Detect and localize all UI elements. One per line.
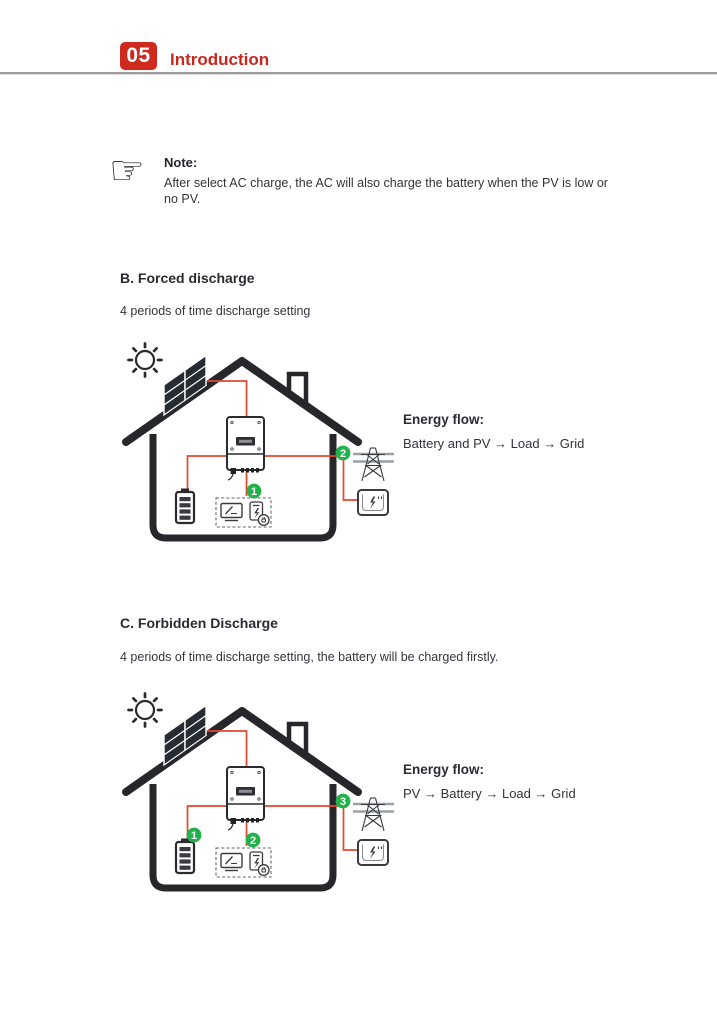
step-badge-3-number: 3 <box>340 796 346 808</box>
diagram-forced-discharge: 1 2 <box>122 342 394 542</box>
note-text: After select AC charge, the AC will also… <box>164 176 608 206</box>
energy-flow-value: Battery and PV → Load → Grid <box>403 436 585 451</box>
ev-charger-icon <box>249 501 270 526</box>
step-badge-2: 2 <box>335 445 351 461</box>
section-number: 05 <box>126 44 151 67</box>
section-c-description: 4 periods of time discharge setting, the… <box>120 650 499 664</box>
section-number-badge: 05 <box>120 42 157 70</box>
step-badge-2: 2 <box>245 832 261 848</box>
inverter-icon <box>226 416 265 481</box>
step-badge-2-number: 2 <box>340 448 346 460</box>
energy-flow-c: Energy flow: PV → Battery → Load → Grid <box>403 762 703 801</box>
energy-flow-label: Energy flow: <box>403 412 485 427</box>
page-title: Introduction <box>170 50 270 69</box>
section-b-description: 4 periods of time discharge setting <box>120 304 311 318</box>
step-badge-1: 1 <box>246 483 262 499</box>
energy-flow-value: PV → Battery → Load → Grid <box>403 786 576 801</box>
pointing-hand-icon: ☞ <box>109 148 145 194</box>
tv-icon <box>220 502 243 522</box>
step-badge-3: 3 <box>335 793 351 809</box>
energy-flow-label: Energy flow: <box>403 762 485 777</box>
battery-wire <box>186 455 228 490</box>
solar-panel-icon <box>163 354 207 417</box>
battery-icon <box>174 488 196 525</box>
grid-tower-icon <box>353 447 394 482</box>
section-b-heading: B. Forced discharge <box>120 270 255 286</box>
sun-icon <box>127 342 163 378</box>
energy-wires <box>186 380 357 501</box>
step-badge-1: 1 <box>186 827 202 843</box>
section-c-heading: C. Forbidden Discharge <box>120 615 278 631</box>
grid-meter-icon <box>357 489 389 516</box>
load-appliances <box>215 497 272 528</box>
grid-wire <box>262 455 357 501</box>
step-badge-1-number: 1 <box>251 486 257 498</box>
house-outline <box>149 434 337 542</box>
diagram-forbidden-discharge: 1 2 3 <box>115 688 405 900</box>
chimney <box>286 371 309 407</box>
step-badge-2-number: 2 <box>250 835 256 847</box>
energy-flow-b: Energy flow: Battery and PV → Load → Gri… <box>403 412 703 451</box>
note-label: Note: <box>164 155 198 170</box>
house-energy-scene <box>122 342 394 542</box>
step-badge-1-number: 1 <box>191 830 197 842</box>
pv-wire <box>207 380 248 416</box>
header-divider <box>0 72 717 75</box>
